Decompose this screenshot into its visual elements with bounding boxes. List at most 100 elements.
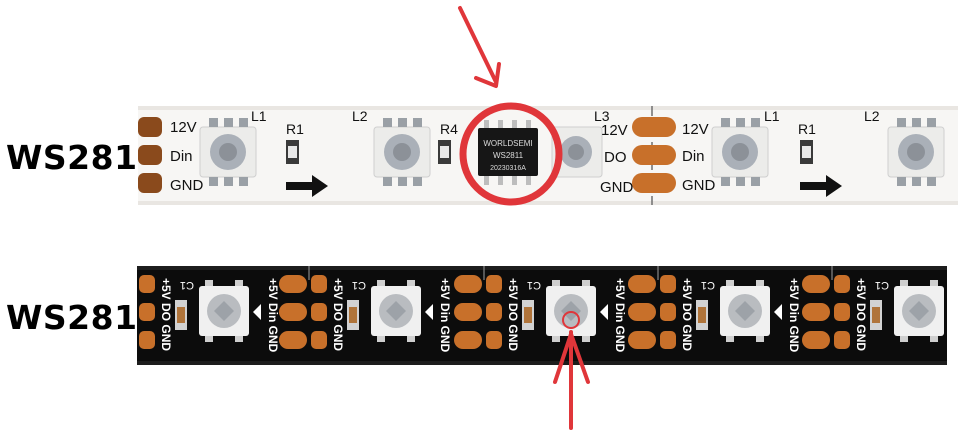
direction-triangle: [600, 304, 608, 320]
pad: [834, 275, 850, 293]
pad: [486, 331, 502, 349]
pad: [311, 331, 327, 349]
pad: [279, 303, 307, 321]
out-label-12v: 12V: [601, 122, 628, 139]
pad-gnd: [138, 173, 162, 193]
ws2811-strip-edge-bottom: [138, 201, 958, 205]
ws2812-segment: +5V DO GND C1 +5V Din GND: [139, 275, 280, 353]
pad: [802, 331, 830, 349]
pad-labels: +5V DO GND: [331, 278, 345, 351]
ws2812-label: WS2812: [6, 298, 162, 337]
resistor-label: R1: [286, 121, 304, 137]
pad: [628, 275, 656, 293]
ws2811-direction-arrow-2: [800, 175, 842, 197]
pad-label-din: Din: [682, 148, 705, 165]
annotation-bottom: [553, 311, 590, 430]
top-arrow-head: [474, 62, 501, 88]
pad-labels: +5V DO GND: [506, 278, 520, 351]
chip-maker: WORLDSEMI: [483, 139, 532, 148]
ws2811-output-pads: 12V DO GND: [600, 117, 676, 196]
led-highlight-circle: [562, 311, 580, 329]
chip-highlight-circle: [459, 102, 563, 206]
input-labels: +5V Din GND: [613, 278, 627, 353]
led-label: L2: [352, 108, 368, 124]
ws2811-resistor-1b: R1: [798, 121, 816, 164]
ws2811-led-1: L1: [199, 108, 267, 186]
pad: [660, 303, 676, 321]
pad: [454, 275, 482, 293]
pad-labels: +5V DO GND: [159, 278, 173, 351]
ws2812-segment: +5V DO GND C1 +5V Din GND: [279, 266, 452, 353]
ws2811-led-5: L2: [864, 108, 945, 186]
pad-din: [138, 145, 162, 165]
ws2811-label: WS2811: [6, 138, 162, 177]
direction-triangle: [774, 304, 782, 320]
ws2811-direction-arrow-1: [286, 175, 328, 197]
ws2811-input-pads: 12V Din GND: [138, 117, 204, 194]
pad: [139, 331, 155, 349]
out-label-do: DO: [604, 149, 627, 166]
ws2811-ic-chip: WORLDSEMI WS2811 20230316A: [478, 120, 538, 185]
pad: [279, 275, 307, 293]
pad: [139, 303, 155, 321]
pad: [660, 331, 676, 349]
pad-label-gnd: GND: [170, 177, 204, 194]
led-label: L1: [251, 108, 267, 124]
pad: [834, 331, 850, 349]
led-label: L3: [594, 108, 610, 124]
resistor-label: R4: [440, 121, 458, 137]
pad-label-din: Din: [170, 148, 193, 165]
pad: [486, 275, 502, 293]
resistor-label: R1: [798, 121, 816, 137]
direction-triangle: [948, 304, 956, 320]
pad-labels: +5V DO GND: [854, 278, 868, 351]
pad: [311, 275, 327, 293]
pad: [802, 275, 830, 293]
pad: [311, 303, 327, 321]
direction-triangle: [253, 304, 261, 320]
ws2811-led-3: L3: [551, 108, 610, 178]
bottom-arrow-head: [553, 332, 590, 384]
ws2811-resistor-4: R4: [438, 121, 458, 164]
cap-label: C1: [180, 279, 194, 291]
ws2811-strip-edge-top: [138, 106, 958, 110]
ws2811-led-2: L2: [352, 108, 431, 186]
ws2811-led-4: L1: [711, 108, 780, 186]
direction-triangle: [425, 304, 433, 320]
top-arrow-shaft: [458, 6, 498, 84]
annotation-top: [458, 6, 563, 206]
pad: [660, 275, 676, 293]
led-label: L1: [764, 108, 780, 124]
chip-code: 20230316A: [490, 165, 526, 172]
out-label-gnd: GND: [600, 179, 634, 196]
pad: [486, 303, 502, 321]
pad-label-12v: 12V: [682, 121, 709, 138]
pad: [454, 331, 482, 349]
led-label: L2: [864, 108, 880, 124]
ws2811-input-pads-2: 12V Din GND: [682, 121, 716, 194]
pad: [279, 331, 307, 349]
chip-body: [478, 128, 538, 176]
pad-labels: +5V DO GND: [680, 278, 694, 351]
input-labels: +5V Din GND: [438, 278, 452, 353]
pad: [834, 303, 850, 321]
pad: [628, 303, 656, 321]
cap-label: C1: [527, 279, 541, 291]
pad: [139, 275, 155, 293]
pad-label-gnd: GND: [682, 177, 716, 194]
ws2811-resistor-1: R1: [286, 121, 304, 164]
pad-12v: [138, 117, 162, 137]
cap-label: C1: [352, 279, 366, 291]
input-labels: +5V Din GND: [266, 278, 280, 353]
cap-label: C1: [875, 279, 889, 291]
pad-label-12v: 12V: [170, 119, 197, 136]
input-labels: +5V Din GND: [787, 278, 801, 353]
pad: [802, 303, 830, 321]
ws2812-segment: +5V DO GND C1 +5V Din GND: [628, 266, 801, 353]
pad: [454, 303, 482, 321]
cap-label: C1: [701, 279, 715, 291]
chip-model: WS2811: [493, 151, 524, 160]
